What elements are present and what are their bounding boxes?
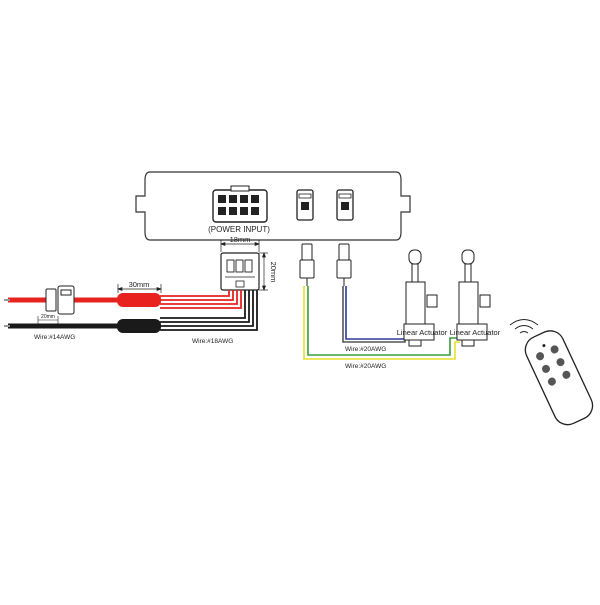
- linear-actuator-1: [403, 249, 438, 347]
- linear-actuator-2: [456, 249, 491, 347]
- dimension-width-label: 18mm: [230, 235, 251, 244]
- black-cable: [4, 319, 161, 333]
- wire-20awg-label-b: Wire:#20AWG: [345, 363, 386, 370]
- wire-18awg-label: Wire:#18AWG: [192, 338, 233, 345]
- dimension-height-label: 20mm: [269, 262, 278, 283]
- wire-20awg-label-a: Wire:#20AWG: [345, 346, 386, 353]
- dimension-length-label: 30mm: [129, 280, 150, 289]
- dimension-fuse-label: 20mm: [41, 314, 55, 320]
- harness-black-wires: [160, 290, 258, 331]
- actuator-socket-1: [296, 189, 314, 221]
- dimension-length: [117, 284, 162, 293]
- red-cable: [4, 293, 161, 307]
- control-box: [135, 171, 411, 241]
- fuse-holder: [45, 285, 75, 315]
- dimension-width: [220, 240, 260, 252]
- actuator-1-label: Linear Actuator: [397, 328, 448, 337]
- actuator-plug-2: [336, 243, 352, 286]
- actuator-socket-2: [336, 189, 354, 221]
- harness-red-wires: [160, 290, 242, 309]
- power-input-socket: [212, 185, 268, 223]
- power-input-label: (POWER INPUT): [208, 225, 270, 234]
- power-plug: [220, 252, 260, 291]
- dimension-height: [259, 252, 268, 291]
- dimension-fuse: [37, 316, 59, 324]
- actuator-2-label: Linear Actuator: [450, 328, 501, 337]
- actuator-plug-1: [299, 243, 315, 286]
- wire-14awg-label: Wire:#14AWG: [34, 334, 75, 341]
- remote-control-icon: [509, 319, 594, 426]
